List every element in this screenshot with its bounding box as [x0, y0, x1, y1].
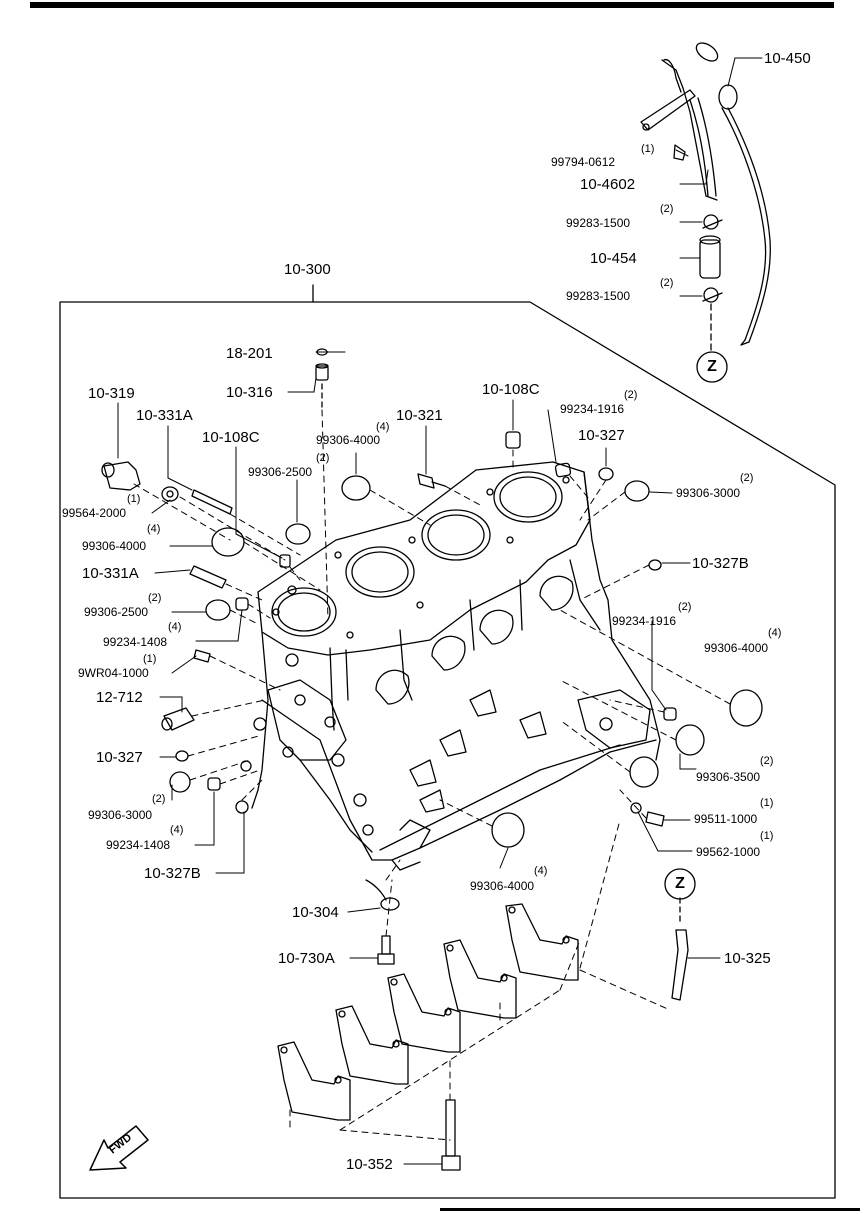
callout-10-331A-top: 10-331A	[136, 407, 193, 424]
callout-10-331A-left: 10-331A	[82, 565, 139, 582]
callout-99283-1500-b: 99283-1500	[566, 289, 631, 303]
callout-99234-1408-bottom-qty: (4)	[170, 824, 184, 836]
callout-99306-4000-top: 99306-4000	[316, 433, 381, 447]
callout-99306-4000-top-qty: (4)	[376, 421, 390, 433]
callout-10-4602: 10-4602	[580, 176, 636, 193]
callout-99511-1000-qty: (1)	[760, 797, 774, 809]
callout-99283-1500-a-qty: (2)	[660, 203, 674, 215]
callout-99306-4000-left: 99306-4000	[82, 539, 147, 553]
callout-10-327-left: 10-327	[96, 749, 143, 766]
callout-10-327-top: 10-327	[578, 427, 625, 444]
bottom-border-bar	[440, 1208, 860, 1211]
callout-99306-3000-right-qty: (2)	[740, 472, 754, 484]
callout-99234-1916-top: 99234-1916	[560, 402, 625, 416]
top-border-bar	[30, 2, 834, 8]
callout-99564-2000-qty: (1)	[127, 493, 141, 505]
callout-10-108C-left: 10-108C	[202, 429, 260, 446]
cylinder-block	[240, 461, 661, 871]
callout-99306-2500-left-qty: (2)	[148, 592, 162, 604]
callout-10-108C-right: 10-108C	[482, 381, 540, 398]
callout-99306-3500: 99306-3500	[696, 770, 761, 784]
callout-10-327B-left: 10-327B	[144, 865, 201, 882]
callout-99234-1408-top: 99234-1408	[103, 635, 168, 649]
assembly-frame	[59, 301, 836, 1199]
fwd-arrow	[89, 1125, 149, 1171]
callout-99306-4000-bottom-qty: (4)	[534, 865, 548, 877]
callout-10-450: 10-450	[764, 50, 811, 67]
cap-bolt	[441, 1099, 461, 1171]
callout-99306-3500-qty: (2)	[760, 755, 774, 767]
callout-99306-3000-right: 99306-3000	[676, 486, 741, 500]
callout-99794-0612-qty: (1)	[641, 143, 655, 155]
callout-10-316: 10-316	[226, 384, 273, 401]
callout-99306-3000-left-qty: (2)	[152, 793, 166, 805]
callout-99306-3000-left: 99306-3000	[88, 808, 153, 822]
callout-10-352: 10-352	[346, 1156, 393, 1173]
callout-18-201: 18-201	[226, 345, 273, 362]
callout-99234-1916-top-qty: (2)	[624, 389, 638, 401]
callout-99306-4000-bottom: 99306-4000	[470, 879, 535, 893]
z-marker-top: Z	[707, 358, 717, 375]
callout-99234-1408-bottom: 99234-1408	[106, 838, 171, 852]
main-bearing-caps	[277, 903, 579, 1121]
callout-10-300: 10-300	[284, 261, 331, 278]
callout-10-321: 10-321	[396, 407, 443, 424]
callout-9WR04-1000: 9WR04-1000	[78, 666, 149, 680]
callout-99306-4000-left-qty: (4)	[147, 523, 161, 535]
callout-10-454: 10-454	[590, 250, 637, 267]
callout-99306-4000-right: 99306-4000	[704, 641, 769, 655]
callout-99234-1408-top-qty: (4)	[168, 621, 182, 633]
callout-9WR04-1000-qty: (1)	[143, 653, 157, 665]
callout-10-325: 10-325	[724, 950, 771, 967]
z-marker-bottom: Z	[675, 875, 685, 892]
callout-99283-1500-b-qty: (2)	[660, 277, 674, 289]
callout-99564-2000: 99564-2000	[62, 506, 127, 520]
callout-10-730A: 10-730A	[278, 950, 335, 967]
callout-10-327B-right: 10-327B	[692, 555, 749, 572]
small-parts	[101, 348, 763, 1001]
callout-10-319: 10-319	[88, 385, 135, 402]
callout-99511-1000: 99511-1000	[694, 812, 758, 826]
callout-99794-0612: 99794-0612	[551, 155, 616, 169]
callout-99283-1500-a: 99283-1500	[566, 216, 631, 230]
callout-99562-1000-qty: (1)	[760, 830, 774, 842]
callout-99562-1000: 99562-1000	[696, 845, 761, 859]
callout-99234-1916-right-qty: (2)	[678, 601, 692, 613]
callout-99306-4000-right-qty: (4)	[768, 627, 782, 639]
callout-99306-2500-top: 99306-2500	[248, 465, 313, 479]
callout-99234-1916-right: 99234-1916	[612, 614, 677, 628]
callout-99306-2500-top-qty: (2)	[316, 452, 330, 464]
callout-10-304: 10-304	[292, 904, 339, 921]
callout-99306-2500-left: 99306-2500	[84, 605, 149, 619]
callout-12-712: 12-712	[96, 689, 143, 706]
